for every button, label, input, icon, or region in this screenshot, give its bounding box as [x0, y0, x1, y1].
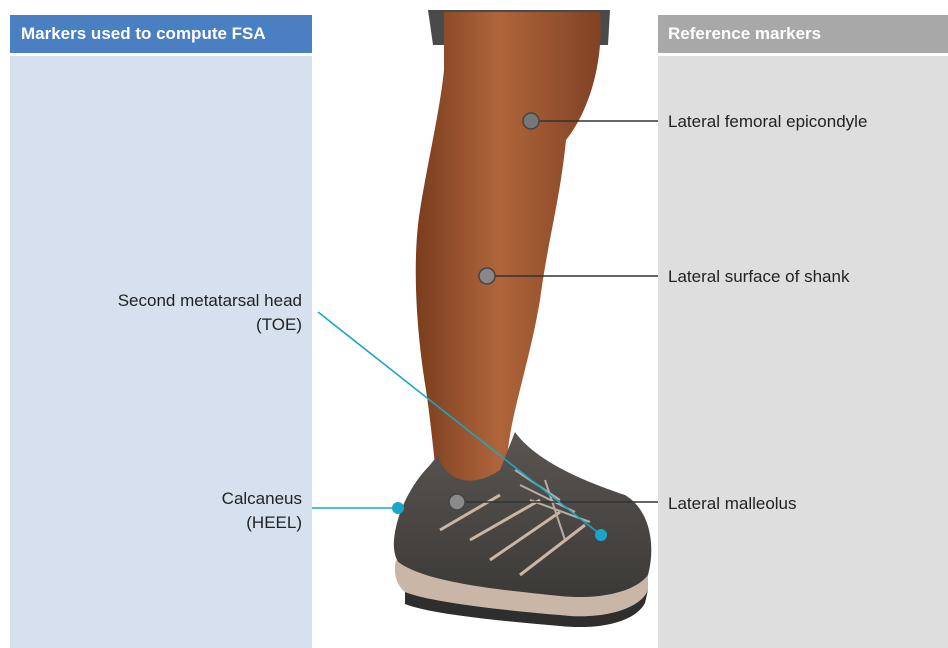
- malleolus-label: Lateral malleolus: [668, 493, 797, 515]
- toe-marker: [595, 529, 607, 541]
- shank-label: Lateral surface of shank: [668, 266, 849, 288]
- heel-label-abbrev: (HEEL): [246, 512, 302, 534]
- toe-label-abbrev: (TOE): [256, 314, 302, 336]
- heel-marker: [392, 502, 404, 514]
- heel-label-name: Calcaneus: [222, 488, 302, 510]
- femoral-epicondyle-marker: [523, 113, 539, 129]
- leg: [416, 12, 601, 505]
- toe-label-name: Second metatarsal head: [118, 290, 302, 312]
- malleolus-marker: [449, 494, 465, 510]
- femoral-epicondyle-label: Lateral femoral epicondyle: [668, 111, 867, 133]
- shank-marker: [479, 268, 495, 284]
